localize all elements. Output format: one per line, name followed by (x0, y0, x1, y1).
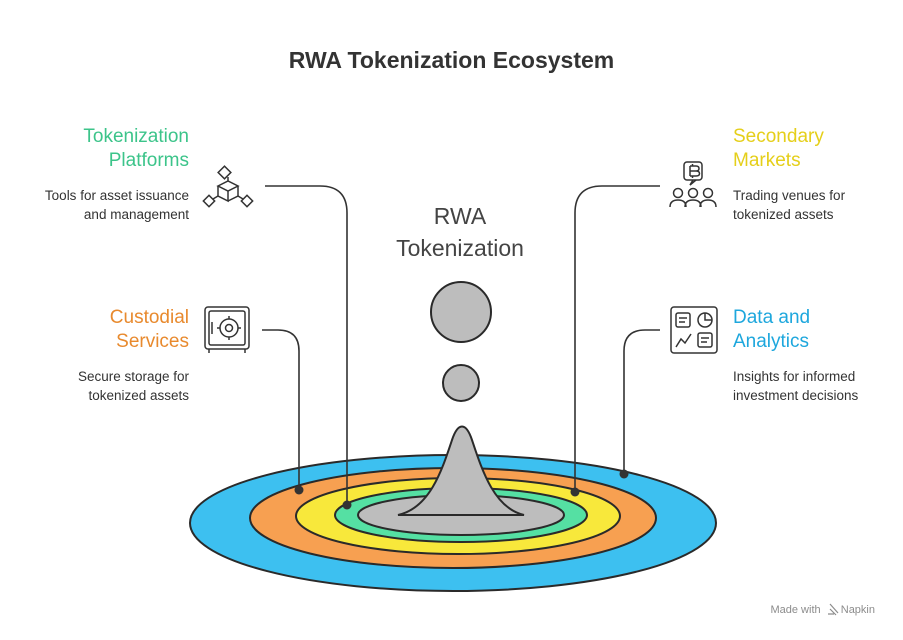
diagram-title: RWA Tokenization Ecosystem (288, 47, 615, 73)
desc-data-and-analytics: Insights for informed investment decisio… (733, 369, 859, 403)
connector-tokenization-platforms (265, 185, 348, 505)
bitcoin-traders-icon (669, 161, 717, 208)
connector-custodial-services (262, 329, 300, 490)
safe-vault-icon (204, 306, 250, 353)
center-label-line-1: RWA (433, 203, 487, 229)
connector-dot-custodial-services (294, 485, 304, 495)
item-secondary-markets: Secondary Markets Trading venues for tok… (733, 125, 845, 224)
watermark-text: Made with (770, 604, 821, 616)
watermark-brand: Napkin (840, 604, 875, 616)
item-tokenization-platforms: Tokenization Platforms Tools for asset i… (45, 125, 189, 224)
desc-secondary-markets: Trading venues for tokenized assets (733, 188, 846, 222)
heading-tokenization-platforms: Tokenization Platforms (83, 126, 189, 171)
item-data-and-analytics: Data and Analytics Insights for informed… (733, 306, 858, 405)
connector-secondary-markets (574, 185, 660, 492)
droplet-large (430, 281, 492, 343)
center-label: RWA Tokenization (360, 200, 560, 264)
heading-custodial-services: Custodial Services (109, 307, 189, 352)
droplet-small (442, 364, 480, 402)
napkin-logo-icon (828, 603, 839, 616)
connector-dot-secondary-markets (570, 487, 580, 497)
connector-data-analytics (623, 329, 660, 474)
item-custodial-services: Custodial Services Secure storage for to… (78, 306, 189, 405)
desc-tokenization-platforms: Tools for asset issuance and management (44, 188, 189, 222)
heading-secondary-markets: Secondary Markets (733, 126, 824, 171)
desc-custodial-services: Secure storage for tokenized assets (77, 369, 189, 403)
napkin-watermark[interactable]: Made with Napkin (770, 604, 875, 616)
connector-dot-tokenization-platforms (342, 500, 352, 510)
heading-data-and-analytics: Data and Analytics (733, 307, 811, 352)
analytics-dashboard-icon (670, 306, 718, 354)
connector-dot-data-analytics (619, 469, 629, 479)
splash-peak (397, 425, 525, 516)
blockchain-cube-icon (202, 165, 254, 208)
center-label-line-2: Tokenization (396, 235, 524, 261)
